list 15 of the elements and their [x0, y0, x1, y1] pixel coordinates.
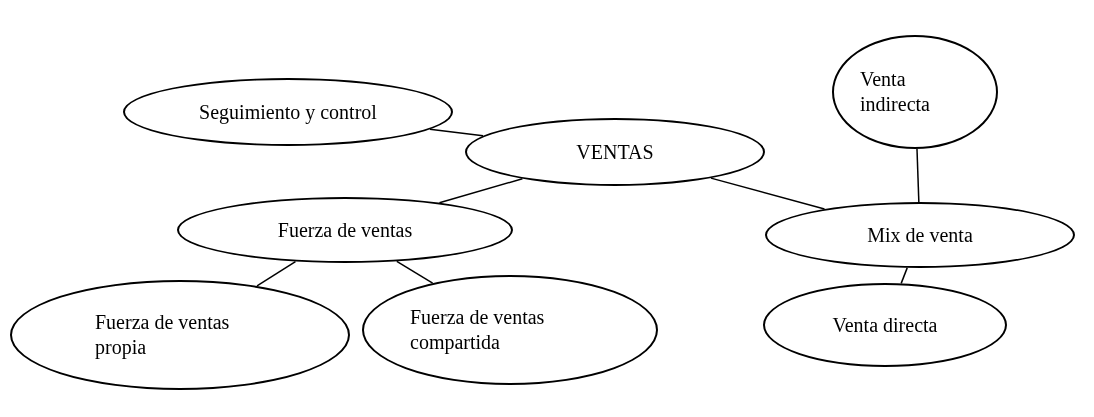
node-label: Fuerza de ventas propia	[95, 310, 231, 360]
connector-line	[396, 260, 434, 284]
connector-line	[900, 267, 908, 285]
node-label: Fuerza de ventas compartida	[410, 305, 546, 355]
node-label: Venta directa	[832, 312, 938, 338]
node-label: Venta indirecta	[860, 67, 931, 117]
node-label: VENTAS	[576, 139, 654, 165]
connector-line	[710, 177, 826, 210]
connector-line	[438, 178, 524, 204]
connector-line	[429, 128, 484, 137]
connector-line	[916, 148, 920, 203]
node-label: Seguimiento y control	[199, 99, 377, 125]
connector-line	[256, 260, 297, 287]
node-label: Mix de venta	[867, 222, 973, 248]
node-label: Fuerza de ventas	[277, 217, 413, 243]
